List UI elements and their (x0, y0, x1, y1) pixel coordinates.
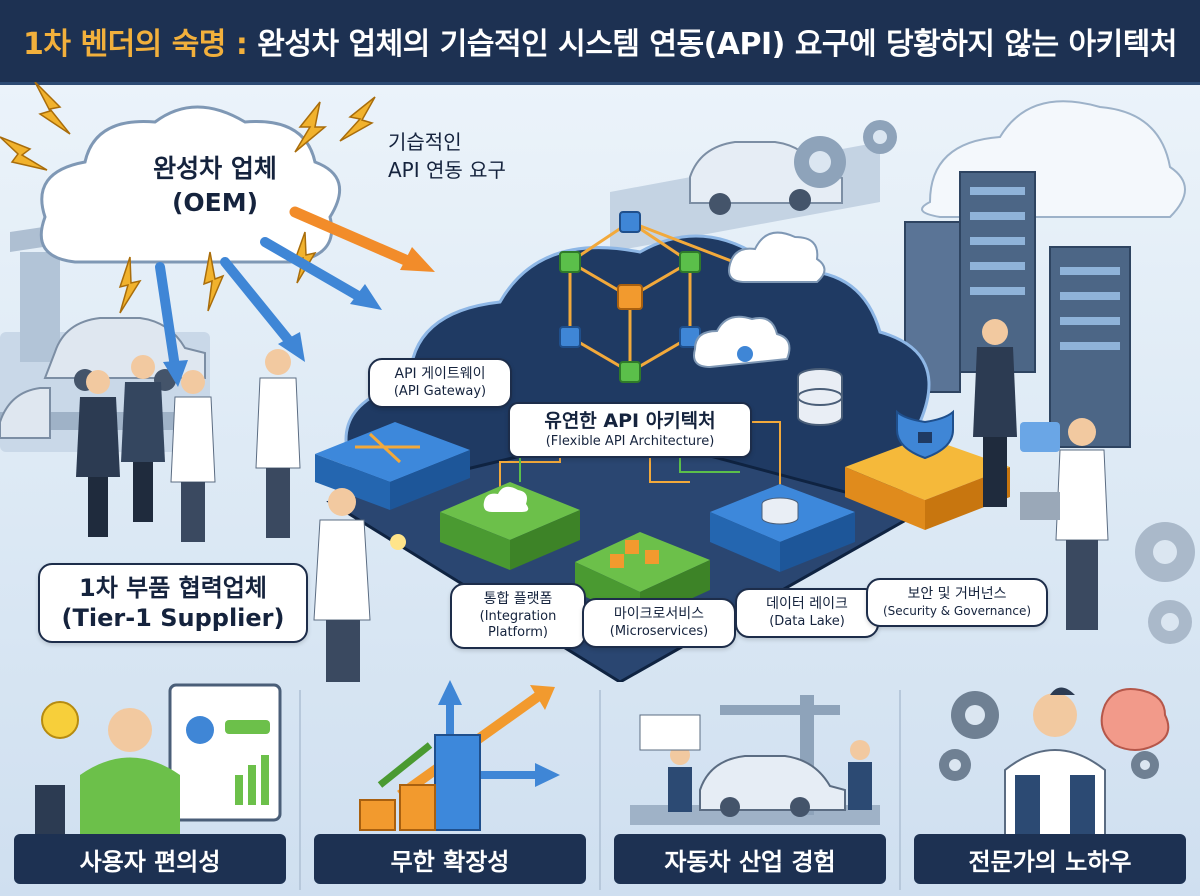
lake-en: (Data Lake) (769, 613, 845, 629)
expert-icon (939, 687, 1170, 835)
database-icon (797, 368, 843, 426)
gateway-ko: API 게이트웨이 (394, 366, 486, 382)
demand-arrows-icon (155, 206, 435, 387)
center-en: (Flexible API Architecture) (545, 433, 715, 449)
micro-en: (Microservices) (609, 623, 709, 639)
datalake-label: 데이터 레이크 (Data Lake) (735, 588, 879, 638)
server-cloud-icon (904, 100, 1186, 448)
panel-divider (299, 690, 301, 890)
user-at-screen-icon (35, 683, 282, 835)
center-ko: 유연한 API 아키텍처 (544, 410, 716, 432)
page-title: 1차 벤더의 숙명 : 완성차 업체의 기습적인 시스템 연동(API) 요구에… (23, 19, 1177, 63)
oem-cloud-icon (39, 105, 341, 264)
gateway-label: API 게이트웨이 (API Gateway) (368, 358, 512, 408)
supplier-ko: 1차 부품 협력업체 (79, 574, 267, 602)
lake-ko: 데이터 레이크 (766, 596, 848, 612)
integration-label: 통합 플랫폼 (Integration Platform) (450, 583, 586, 649)
gateway-en: (API Gateway) (393, 383, 487, 399)
supplier-label: 1차 부품 협력업체 (Tier-1 Supplier) (38, 563, 308, 643)
datalake-block-icon (710, 484, 855, 572)
woman-with-wrench-icon (973, 319, 1017, 507)
panel-scalability: 무한 확장성 (300, 675, 600, 896)
panel-divider (899, 690, 901, 890)
security-en: (Security & Governance) (882, 603, 1032, 618)
network-nodes-icon (559, 251, 701, 383)
engineer-icon (313, 488, 406, 682)
title-accent: 1차 벤더의 숙명 : (23, 27, 248, 62)
panel-caption: 전문가의 노하우 (914, 834, 1186, 884)
supplier-en: (Tier-1 Supplier) (61, 604, 285, 632)
panel-caption: 자동차 산업 경험 (614, 834, 886, 884)
micro-ko: 마이크로서비스 (613, 606, 705, 622)
panel-caption: 사용자 편의성 (14, 834, 286, 884)
title-bar: 1차 벤더의 숙명 : 완성차 업체의 기습적인 시스템 연동(API) 요구에… (0, 0, 1200, 85)
assembly-line-icon (630, 695, 880, 825)
microservices-label: 마이크로서비스 (Microservices) (582, 598, 736, 648)
integration-en2: Platform) (488, 624, 548, 640)
integration-en1: (Integration (479, 608, 557, 624)
gateway-block-icon (315, 422, 470, 510)
growth-arrows-icon (359, 680, 560, 831)
oem-label: 완성차 업체 (OEM) (120, 152, 310, 220)
cloud-gear-icon (693, 315, 791, 369)
security-label: 보안 및 거버넌스 (Security & Governance) (866, 578, 1048, 627)
panel-divider (599, 690, 601, 890)
demand-line1: 기습적인 (388, 130, 462, 154)
center-architecture-label: 유연한 API 아키텍처 (Flexible API Architecture) (508, 402, 752, 458)
oem-ko: 완성차 업체 (153, 154, 277, 183)
panel-expert-knowhow: 전문가의 노하우 (900, 675, 1200, 896)
oem-en: (OEM) (171, 187, 259, 217)
demand-line2: API 연동 요구 (388, 158, 506, 182)
chat-bubble-icon (1020, 422, 1060, 452)
title-main: 완성차 업체의 기습적인 시스템 연동(API) 요구에 당황하지 않는 아키텍… (247, 27, 1177, 62)
background-illustration (0, 82, 1195, 682)
demand-label: 기습적인 API 연동 요구 (388, 128, 538, 184)
gear-right-icon (1135, 522, 1195, 644)
supplier-team-icon (76, 349, 301, 542)
integration-ko: 통합 플랫폼 (483, 591, 553, 607)
security-ko: 보안 및 거버넌스 (907, 586, 1007, 602)
panel-caption: 무한 확장성 (314, 834, 586, 884)
man-with-laptop-icon (1020, 418, 1109, 630)
panel-user-convenience: 사용자 편의성 (0, 675, 300, 896)
gear-top-icon (794, 120, 897, 188)
panel-auto-experience: 자동차 산업 경험 (600, 675, 900, 896)
lightning-icon (0, 82, 376, 314)
integration-block-icon (440, 482, 580, 570)
